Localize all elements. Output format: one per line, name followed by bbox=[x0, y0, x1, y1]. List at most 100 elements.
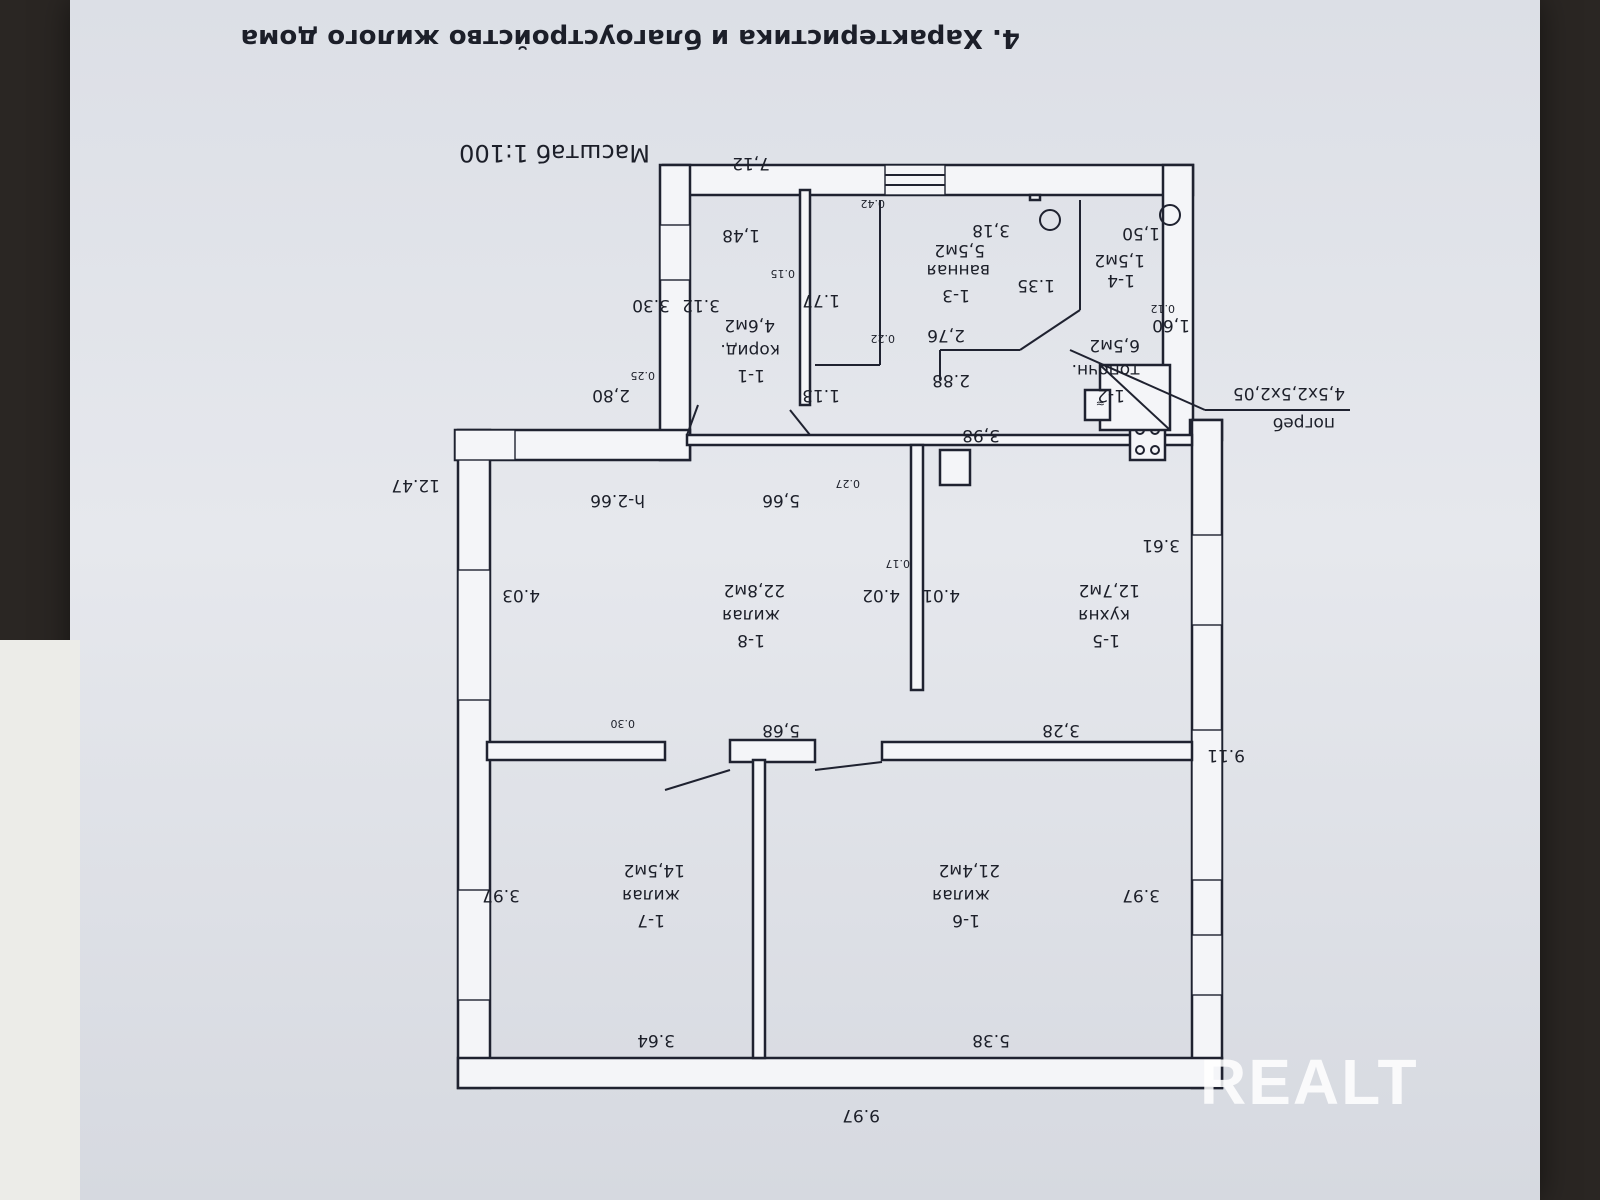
dim-0-25: 0.25 bbox=[631, 369, 656, 382]
wall-interior-horizontal-right bbox=[485, 740, 667, 762]
dim-4-01: 4.01 bbox=[922, 585, 960, 605]
dim-right-height: 12.47 bbox=[391, 475, 440, 495]
section-title: 4. Характеристика и благоустройство жило… bbox=[241, 23, 1020, 53]
svg-text:6,5м2: 6,5м2 bbox=[1089, 335, 1140, 355]
dim-left-height: 9.11 bbox=[1207, 745, 1245, 765]
window-left-3 bbox=[1191, 934, 1223, 996]
cellar-leader bbox=[1069, 349, 1206, 411]
room-1-2: 1-2 топочн. 6,5м2 bbox=[1072, 335, 1140, 405]
dim-3-97-right: 3.97 bbox=[1122, 885, 1160, 905]
dim-2-80: 2,80 bbox=[592, 385, 630, 405]
dim-0-12: 0.12 bbox=[1151, 302, 1176, 315]
dim-0-22: 0.22 bbox=[871, 332, 896, 345]
dim-0-27: 0.27 bbox=[836, 477, 861, 490]
dim-h-2-66: h-2.66 bbox=[590, 490, 645, 510]
dim-4-02: 4.02 bbox=[862, 585, 900, 605]
dim-4-03: 4.03 bbox=[502, 585, 540, 605]
toilet-icon bbox=[1159, 204, 1181, 226]
wall-interior-post bbox=[728, 738, 817, 764]
bath-partition bbox=[1019, 309, 1081, 351]
door-swing bbox=[789, 409, 811, 436]
svg-text:кухня: кухня bbox=[1078, 605, 1130, 625]
svg-text:1-7: 1-7 bbox=[637, 910, 665, 930]
heater-symbol: ≈ bbox=[1096, 397, 1105, 410]
dim-3-28: 3,28 bbox=[1042, 720, 1080, 740]
room-1-1: 1-1 корид. 4,6м2 bbox=[720, 315, 780, 385]
svg-text:22,8м2: 22,8м2 bbox=[724, 580, 786, 600]
washbasin-icon bbox=[1039, 209, 1061, 231]
dim-3-18: 3,18 bbox=[972, 220, 1010, 240]
wall-main-bottom bbox=[456, 1056, 1224, 1090]
wall-interior-bedrooms bbox=[751, 758, 767, 1060]
svg-text:топочн.: топочн. bbox=[1072, 360, 1140, 380]
svg-text:5,5м2: 5,5м2 bbox=[934, 240, 985, 260]
dim-0-17: 0.17 bbox=[886, 557, 911, 570]
svg-text:4,5х2,5х2,05: 4,5х2,5х2,05 bbox=[1233, 383, 1345, 403]
room-1-7: 1-7 жилая 14,5м2 bbox=[622, 860, 685, 930]
svg-text:1,5м2: 1,5м2 bbox=[1094, 250, 1145, 270]
wall-interior-kitchen-corridor bbox=[685, 433, 1194, 447]
paper-edge bbox=[0, 640, 80, 1200]
dim-1-13: 1.13 bbox=[802, 385, 840, 405]
svg-text:1-3: 1-3 bbox=[942, 285, 970, 305]
dim-3-98: 3,98 bbox=[962, 425, 1000, 445]
wall-annex-right bbox=[658, 163, 692, 462]
svg-text:1-8: 1-8 bbox=[737, 630, 765, 650]
scale-label: Масштаб 1:100 bbox=[459, 139, 650, 167]
dim-0-15: 0.15 bbox=[771, 267, 796, 280]
svg-text:корид.: корид. bbox=[720, 340, 780, 360]
dim-1-60: 1,60 bbox=[1152, 315, 1190, 335]
dim-top-width: 7,12 bbox=[732, 153, 770, 173]
dim-0-30: 0.30 bbox=[611, 717, 636, 730]
svg-text:1-6: 1-6 bbox=[952, 910, 980, 930]
door-swing bbox=[686, 404, 699, 436]
dim-2-88: 2.88 bbox=[932, 370, 970, 390]
cellar-note: погреб 4,5х2,5х2,05 bbox=[1233, 383, 1345, 433]
dim-3-61: 3.61 bbox=[1142, 535, 1180, 555]
dim-1-50: 1,50 bbox=[1122, 223, 1160, 243]
svg-text:погреб: погреб bbox=[1273, 413, 1335, 433]
dim-5-68: 5,68 bbox=[762, 720, 800, 740]
svg-text:жилая: жилая bbox=[622, 885, 680, 905]
dim-3-30: 3.30 bbox=[632, 295, 670, 315]
window-left-2 bbox=[1191, 729, 1223, 881]
window-left-1 bbox=[1191, 534, 1223, 626]
dim-5-66: 5,66 bbox=[762, 490, 800, 510]
dim-1-48: 1,48 bbox=[722, 225, 760, 245]
svg-text:21,4м2: 21,4м2 bbox=[939, 860, 1001, 880]
dim-3-12: 3.12 bbox=[682, 295, 720, 315]
room-1-8: 1-8 жилая 22,8м2 bbox=[722, 580, 785, 650]
window-right-1 bbox=[457, 569, 491, 701]
svg-text:4,6м2: 4,6м2 bbox=[724, 315, 775, 335]
room-1-4: 1-4 1,5м2 bbox=[1094, 250, 1145, 290]
room-1-3: 1-3 ванная 5,5м2 bbox=[927, 240, 990, 305]
room-1-6: 1-6 жилая 21,4м2 bbox=[932, 860, 1000, 930]
window-right-2 bbox=[457, 889, 491, 1001]
svg-text:1-4: 1-4 bbox=[1107, 270, 1135, 290]
svg-text:14,5м2: 14,5м2 bbox=[624, 860, 686, 880]
dim-1-35: 1.35 bbox=[1017, 275, 1055, 295]
door-swing bbox=[664, 769, 731, 791]
svg-text:жилая: жилая bbox=[722, 605, 780, 625]
svg-text:жилая: жилая bbox=[932, 885, 990, 905]
dim-3-97-left: 3.97 bbox=[482, 885, 520, 905]
svg-text:1-1: 1-1 bbox=[737, 365, 765, 385]
watermark-logo: REALT bbox=[1200, 1046, 1419, 1118]
svg-text:1-2: 1-2 bbox=[1097, 385, 1125, 405]
wall-interior-kitchen-living bbox=[909, 443, 925, 692]
window-annex-top bbox=[884, 164, 946, 196]
dim-2-76: 2,76 bbox=[927, 325, 965, 345]
wall-interior-horizontal-left bbox=[880, 740, 1194, 762]
room-1-5: 1-5 кухня 12,7м2 bbox=[1078, 580, 1140, 650]
dim-5-38: 5.38 bbox=[972, 1030, 1010, 1050]
dim-0-42: 0.42 bbox=[861, 197, 886, 210]
dim-bottom-width: 9.97 bbox=[842, 1105, 880, 1125]
svg-text:12,7м2: 12,7м2 bbox=[1079, 580, 1141, 600]
stove-burner bbox=[1150, 445, 1160, 455]
wall-interior-annex-vertical bbox=[798, 188, 812, 407]
wall-interior-bath-top bbox=[1028, 193, 1042, 202]
heater-icon bbox=[1083, 388, 1112, 422]
